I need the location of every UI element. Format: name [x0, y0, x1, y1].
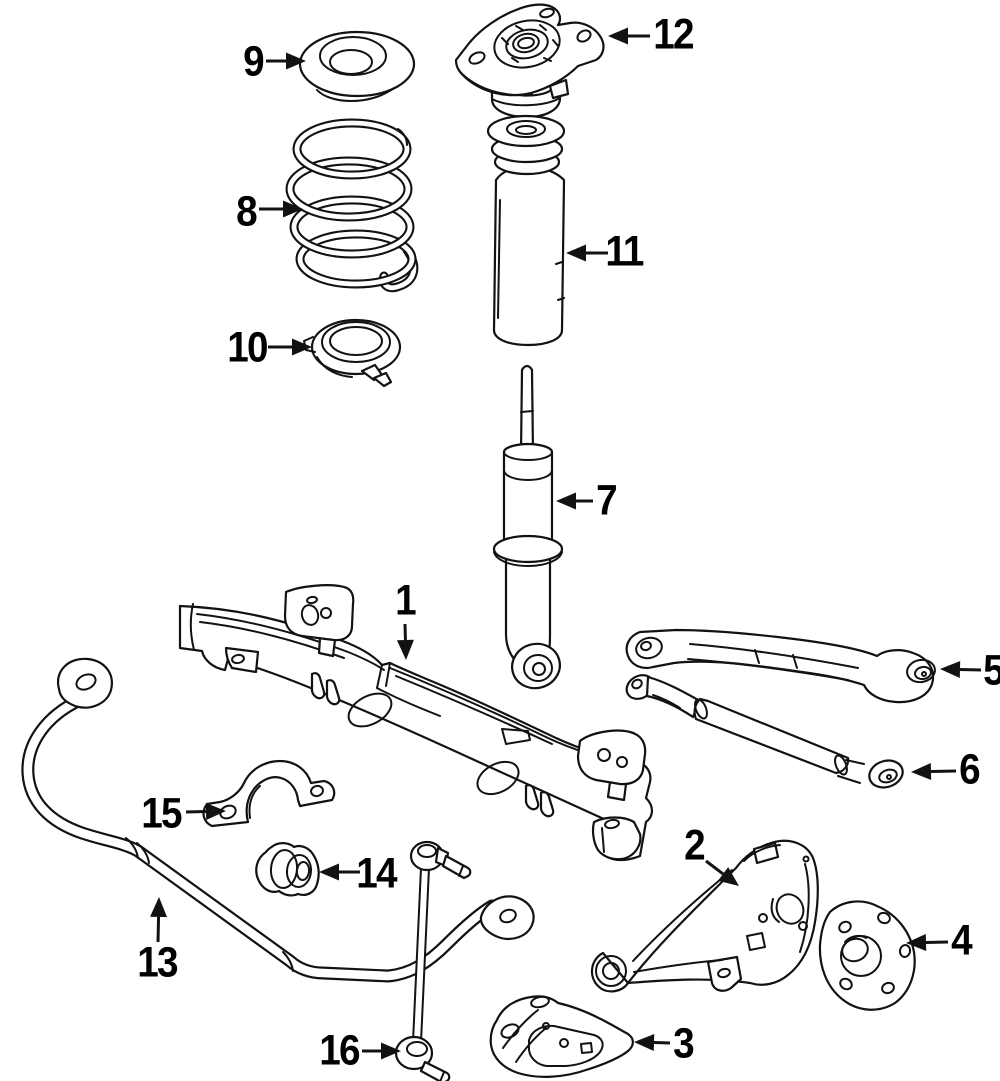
callout-13-label[interactable]: 13: [137, 938, 178, 987]
part-5-upper-control-arm-drawing: [625, 628, 936, 704]
part-13-stabilizer-bar-drawing: [21, 657, 535, 983]
callout-1-arrow: [396, 623, 414, 660]
callout-11-arrow: [566, 244, 608, 262]
callout-9-label[interactable]: 9: [243, 37, 265, 86]
part-11-dust-boot-drawing: [486, 114, 566, 347]
callout-1-label[interactable]: 1: [395, 576, 417, 625]
callout-8-arrow: [259, 200, 303, 218]
part-8-coil-spring-drawing: [285, 118, 419, 293]
callout-4-arrow: [906, 934, 949, 952]
part-16-stabilizer-link-drawing: [394, 840, 472, 1081]
callout-14-label[interactable]: 14: [356, 849, 397, 898]
callout-15-label[interactable]: 15: [141, 789, 182, 838]
part-15-stabilizer-bracket-drawing: [202, 759, 336, 828]
callout-4-label[interactable]: 4: [951, 916, 973, 965]
callout-2-label[interactable]: 2: [684, 821, 706, 870]
part-2-trailing-arm-knuckle-drawing: [590, 839, 819, 993]
callout-3-arrow: [634, 1034, 671, 1052]
callout-16-arrow: [362, 1042, 401, 1060]
part-1-crossmember-drawing: [178, 584, 654, 862]
callout-12-arrow: [608, 27, 650, 45]
callout-2-arrow: [705, 859, 739, 886]
callout-15-arrow: [185, 803, 226, 820]
part-14-stabilizer-bushing-drawing: [255, 842, 320, 897]
callout-12-label[interactable]: 12: [653, 10, 694, 59]
part-7-shock-absorber-drawing: [492, 364, 564, 690]
callout-3-label[interactable]: 3: [673, 1019, 695, 1068]
callout-6-label[interactable]: 6: [959, 745, 981, 794]
callout-5-arrow: [940, 660, 982, 678]
part-9-upper-spring-pad-drawing: [298, 30, 416, 102]
callout-9-arrow: [266, 52, 306, 70]
part-6-lower-control-rod-drawing: [625, 674, 904, 789]
callout-10-arrow: [268, 338, 312, 356]
part-3-support-bracket-drawing: [489, 995, 634, 1078]
callout-7-arrow: [556, 492, 593, 510]
callout-14-arrow: [319, 863, 360, 881]
callout-10-label[interactable]: 10: [227, 323, 268, 372]
callout-6-arrow: [911, 763, 957, 781]
callout-arrows: [150, 27, 982, 1060]
callout-13-arrow: [150, 897, 168, 943]
part-12-shock-mount-drawing: [454, 3, 605, 119]
part-4-wheel-hub-drawing: [818, 900, 916, 1011]
callout-8-label[interactable]: 8: [236, 187, 258, 236]
callout-7-label[interactable]: 7: [596, 476, 618, 525]
callout-5-label[interactable]: 5: [983, 649, 1000, 693]
callout-11-label[interactable]: 11: [605, 227, 644, 276]
callout-16-label[interactable]: 16: [319, 1026, 360, 1075]
